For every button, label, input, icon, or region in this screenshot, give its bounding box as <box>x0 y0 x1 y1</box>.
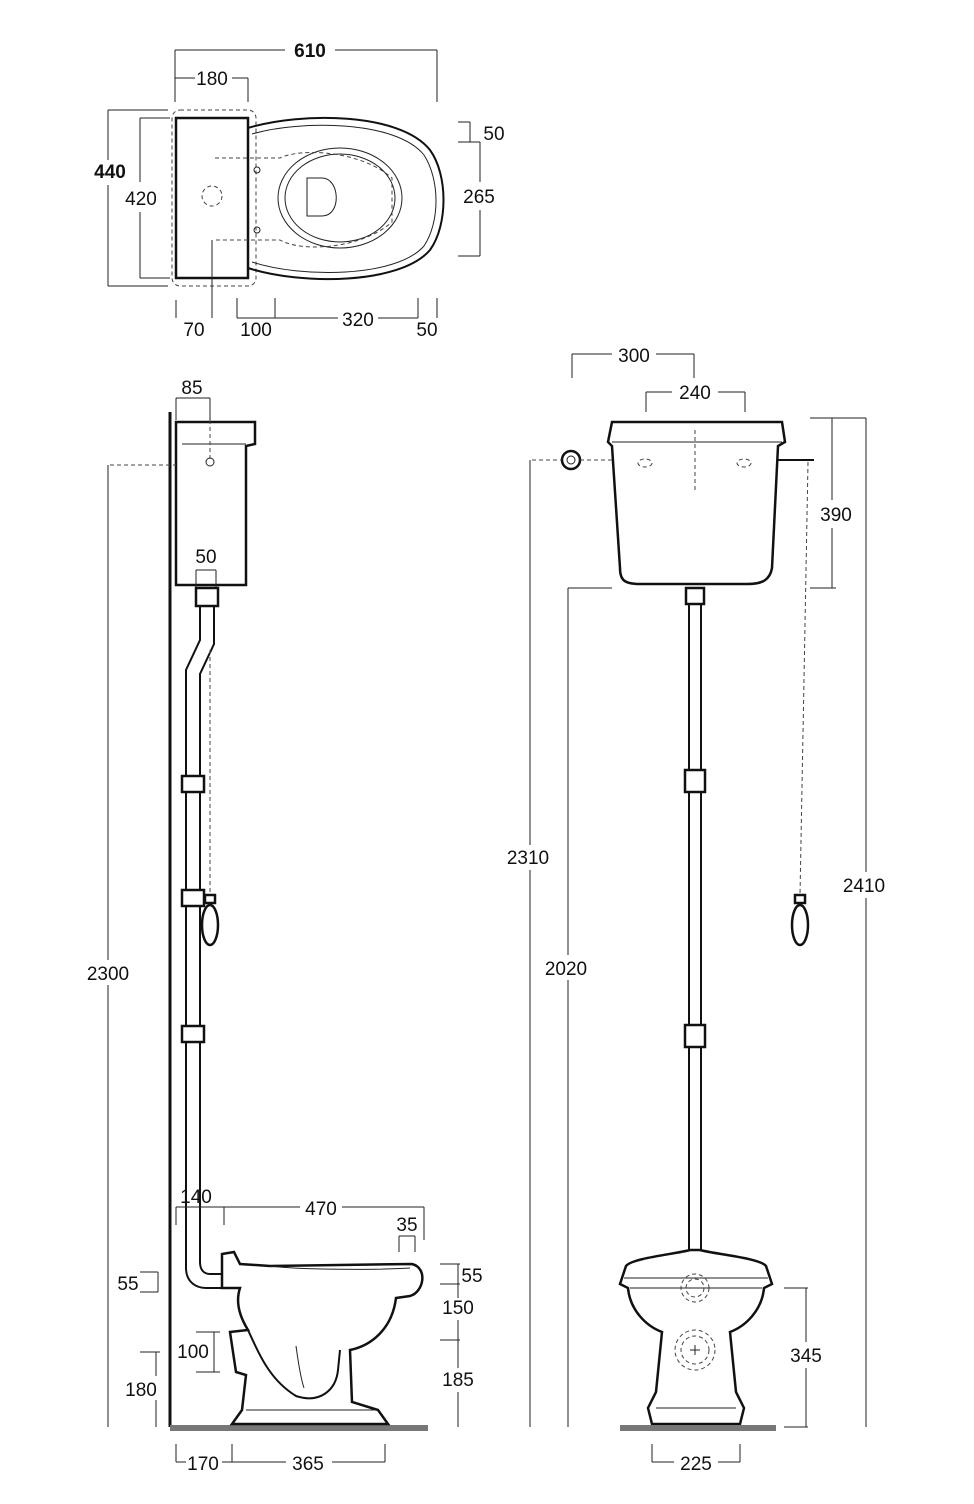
dim-50-front: 50 <box>416 320 437 341</box>
dim-85: 85 <box>181 378 202 399</box>
dim-365: 365 <box>292 1454 324 1475</box>
front-view: 300 240 390 2 <box>507 346 885 1475</box>
dim-100-top: 100 <box>240 320 272 341</box>
dim-300: 300 <box>618 346 650 367</box>
dim-50-pipe: 50 <box>195 547 216 568</box>
dim-180-top: 180 <box>196 69 228 90</box>
dim-180-side: 180 <box>125 1380 157 1401</box>
dim-320: 320 <box>342 310 374 331</box>
dim-610: 610 <box>294 41 326 62</box>
dim-185: 185 <box>442 1370 474 1391</box>
dim-35: 35 <box>396 1215 417 1236</box>
dim-265: 265 <box>463 187 495 208</box>
dim-55-right: 55 <box>461 1266 482 1287</box>
dim-170: 170 <box>187 1454 219 1475</box>
dim-2300: 2300 <box>87 964 129 985</box>
dim-420: 420 <box>125 189 157 210</box>
dim-345: 345 <box>790 1346 822 1367</box>
dim-150: 150 <box>442 1298 474 1319</box>
side-view: 85 50 2300 140 470 <box>87 378 483 1475</box>
dim-50-seat: 50 <box>483 124 504 145</box>
dim-470: 470 <box>305 1199 337 1220</box>
dim-440: 440 <box>94 162 126 183</box>
dim-2410: 2410 <box>843 876 885 897</box>
dim-225: 225 <box>680 1454 712 1475</box>
dim-140: 140 <box>180 1187 212 1208</box>
top-view: 610 180 440 420 50 265 <box>94 41 504 341</box>
dim-55-left: 55 <box>117 1274 138 1295</box>
dim-390: 390 <box>820 505 852 526</box>
dim-100-side: 100 <box>177 1342 209 1363</box>
dim-70: 70 <box>183 320 204 341</box>
dim-2310: 2310 <box>507 848 549 869</box>
dim-240: 240 <box>679 383 711 404</box>
dim-2020: 2020 <box>545 959 587 980</box>
